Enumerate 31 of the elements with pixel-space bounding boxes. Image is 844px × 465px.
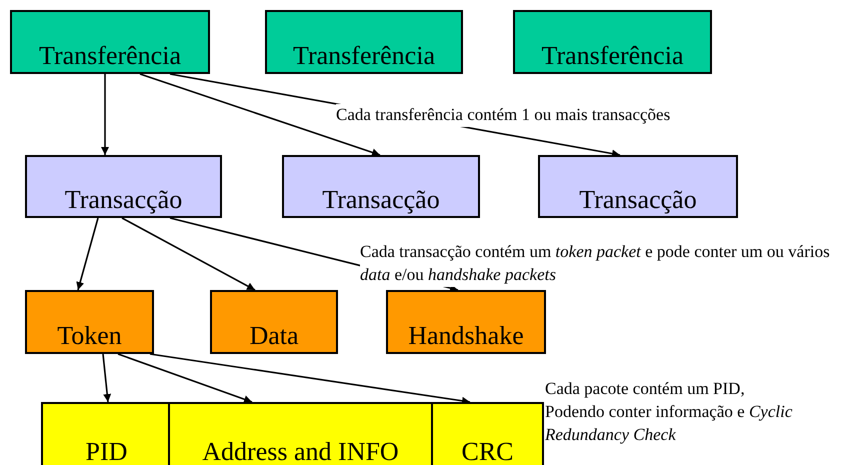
box-label: PID <box>86 439 128 465</box>
box-label: CRC <box>461 439 514 465</box>
arrow <box>76 218 99 290</box>
box-label: Transferência <box>542 43 684 72</box>
arrow <box>101 74 109 155</box>
box-label: Transferência <box>293 43 435 72</box>
packet-box <box>282 155 480 218</box>
box-label: Token <box>57 323 122 352</box>
packet-box <box>210 290 338 354</box>
packet-box <box>538 155 738 218</box>
arrow <box>122 217 256 291</box>
packet-box <box>265 10 463 74</box>
arrow <box>140 73 380 156</box>
packet-box <box>168 402 433 465</box>
packet-box <box>10 10 210 74</box>
box-label: Transferência <box>39 43 181 72</box>
packet-box <box>25 155 222 218</box>
box-label: Data <box>249 323 299 352</box>
box-label: Handshake <box>408 323 524 352</box>
packet-box <box>431 402 544 465</box>
box-label: Address and INFO <box>202 439 399 465</box>
arrow <box>118 353 252 404</box>
packet-box <box>513 10 712 74</box>
note-text: Cada transferência contém 1 ou mais transacções <box>336 104 670 127</box>
arrow <box>150 353 470 405</box>
arrow <box>102 354 112 402</box>
box-label: Transacção <box>64 187 182 216</box>
packet-box <box>25 290 154 354</box>
box-label: Transacção <box>579 187 697 216</box>
box-label: Transacção <box>322 187 440 216</box>
packet-box <box>386 290 546 354</box>
